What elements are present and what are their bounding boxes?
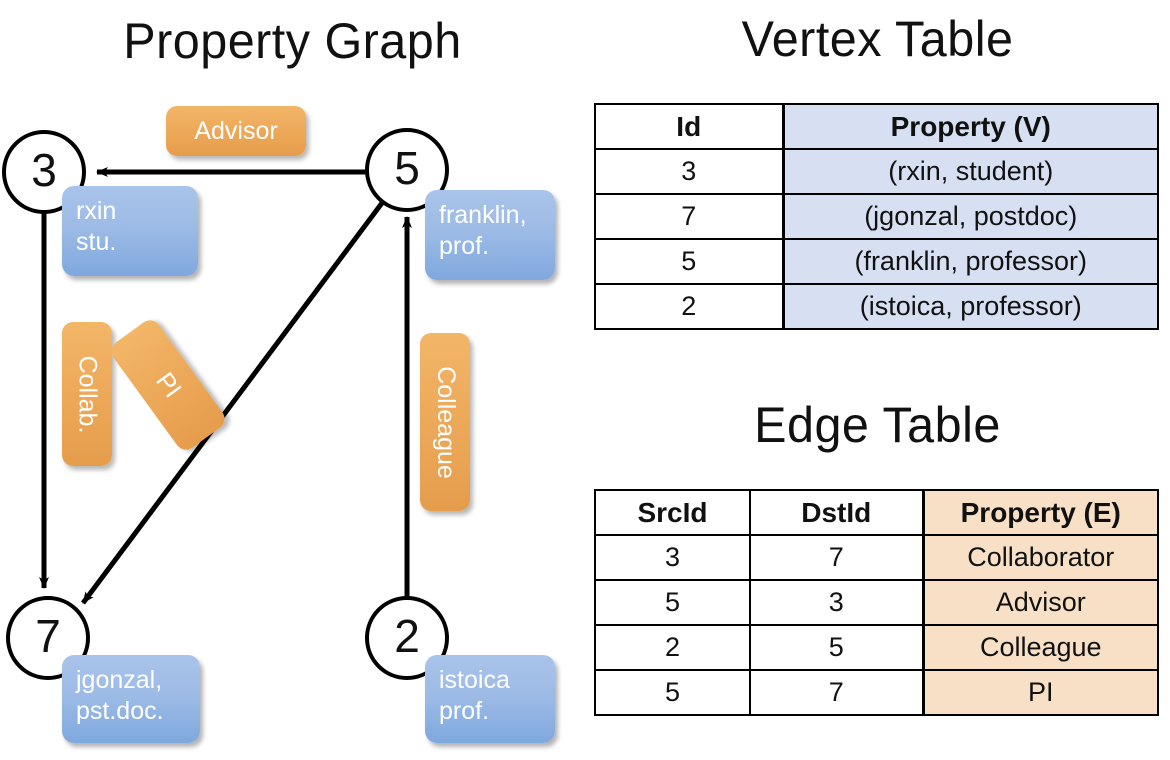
page-title-property-graph: Property Graph — [123, 13, 462, 69]
graph-node-3-name: rxin — [76, 197, 117, 225]
table-row: 3 7 Collaborator — [594, 534, 1159, 581]
graph-node-5-role: prof. — [439, 231, 490, 260]
vertex-row-1-id: 7 — [594, 193, 784, 240]
vertex-row-2-id: 5 — [594, 238, 784, 285]
graph-node-2-role: prof. — [439, 696, 490, 725]
edge-row-3-dst: 7 — [749, 669, 924, 716]
graph-node-2-name: istoica — [439, 666, 510, 694]
table-row: 2 (istoica, professor) — [594, 283, 1159, 330]
edge-badge-colleague-label: Colleague — [431, 365, 460, 479]
edge-badge-advisor-label: Advisor — [194, 116, 278, 145]
edge-row-3-property: PI — [921, 669, 1159, 716]
vertex-table: Id Property (V) 3 (rxin, student) 7 (jgo… — [594, 103, 1159, 330]
graph-node-5-id: 5 — [394, 142, 420, 194]
edge-row-2-src: 2 — [594, 624, 751, 671]
edge-badge-pi-label: PI — [150, 366, 187, 403]
graph-node-7-name: jgonzal, — [76, 666, 163, 694]
vertex-row-2-property: (franklin, professor) — [781, 238, 1159, 285]
vertex-table-header-row: Id Property (V) — [594, 103, 1159, 150]
table-row: 5 (franklin, professor) — [594, 238, 1159, 285]
graph-node-7-role: pst.doc. — [76, 696, 164, 725]
table-row: 2 5 Colleague — [594, 624, 1159, 671]
graph-node-3-property-box[interactable]: rxin stu. — [62, 186, 198, 276]
section-title-edge-table: Edge Table — [754, 397, 1001, 453]
table-row: 7 (jgonzal, postdoc) — [594, 193, 1159, 240]
graph-node-5-property-box[interactable]: franklin, prof. — [425, 190, 555, 280]
edge-badge-colleague[interactable]: Colleague — [420, 333, 470, 511]
graph-node-2-id: 2 — [394, 610, 420, 662]
edge-row-1-src: 5 — [594, 579, 751, 626]
edge-row-0-property: Collaborator — [921, 534, 1159, 581]
section-title-vertex-table: Vertex Table — [741, 11, 1014, 67]
vertex-row-1-property: (jgonzal, postdoc) — [781, 193, 1159, 240]
edge-table-header-row: SrcId DstId Property (E) — [594, 489, 1159, 536]
edge-row-2-dst: 5 — [749, 624, 924, 671]
edge-row-0-src: 3 — [594, 534, 751, 581]
graph-node-2-property-box[interactable]: istoica prof. — [425, 655, 555, 743]
edge-row-1-property: Advisor — [921, 579, 1159, 626]
edge-row-3-src: 5 — [594, 669, 751, 716]
edge-badge-advisor[interactable]: Advisor — [166, 106, 306, 156]
edge-table-header-property: Property (E) — [921, 489, 1159, 536]
vertex-table-header-property: Property (V) — [781, 103, 1159, 150]
graph-node-7-id: 7 — [35, 610, 61, 662]
edge-5-to-7-pi — [80, 201, 385, 605]
vertex-table-header-id: Id — [594, 103, 784, 150]
edge-badge-collaborator[interactable]: Collab. — [62, 322, 112, 466]
vertex-row-0-id: 3 — [594, 148, 784, 195]
graph-node-5[interactable]: 5 — [365, 128, 449, 212]
edge-table: SrcId DstId Property (E) 3 7 Collaborato… — [594, 489, 1159, 716]
table-row: 3 (rxin, student) — [594, 148, 1159, 195]
graph-node-3-role: stu. — [76, 227, 117, 256]
graph-node-7-property-box[interactable]: jgonzal, pst.doc. — [62, 655, 200, 743]
vertex-row-3-id: 2 — [594, 283, 784, 330]
table-row: 5 7 PI — [594, 669, 1159, 716]
vertex-row-0-property: (rxin, student) — [781, 148, 1159, 195]
property-graph-diagram: 3 5 7 2 rxin stu. franklin, prof. jgonza… — [2, 106, 555, 743]
graph-node-5-name: franklin, — [439, 201, 527, 229]
edge-badge-collaborator-label: Collab. — [73, 355, 102, 433]
table-row: 5 3 Advisor — [594, 579, 1159, 626]
edge-table-header-srcid: SrcId — [594, 489, 751, 536]
graph-node-2[interactable]: 2 — [365, 596, 449, 680]
vertex-row-3-property: (istoica, professor) — [781, 283, 1159, 330]
edge-row-0-dst: 7 — [749, 534, 924, 581]
graph-node-3-id: 3 — [31, 144, 57, 196]
edge-table-header-dstid: DstId — [749, 489, 924, 536]
edge-row-1-dst: 3 — [749, 579, 924, 626]
graph-edges-layer — [39, 167, 412, 605]
edge-row-2-property: Colleague — [921, 624, 1159, 671]
